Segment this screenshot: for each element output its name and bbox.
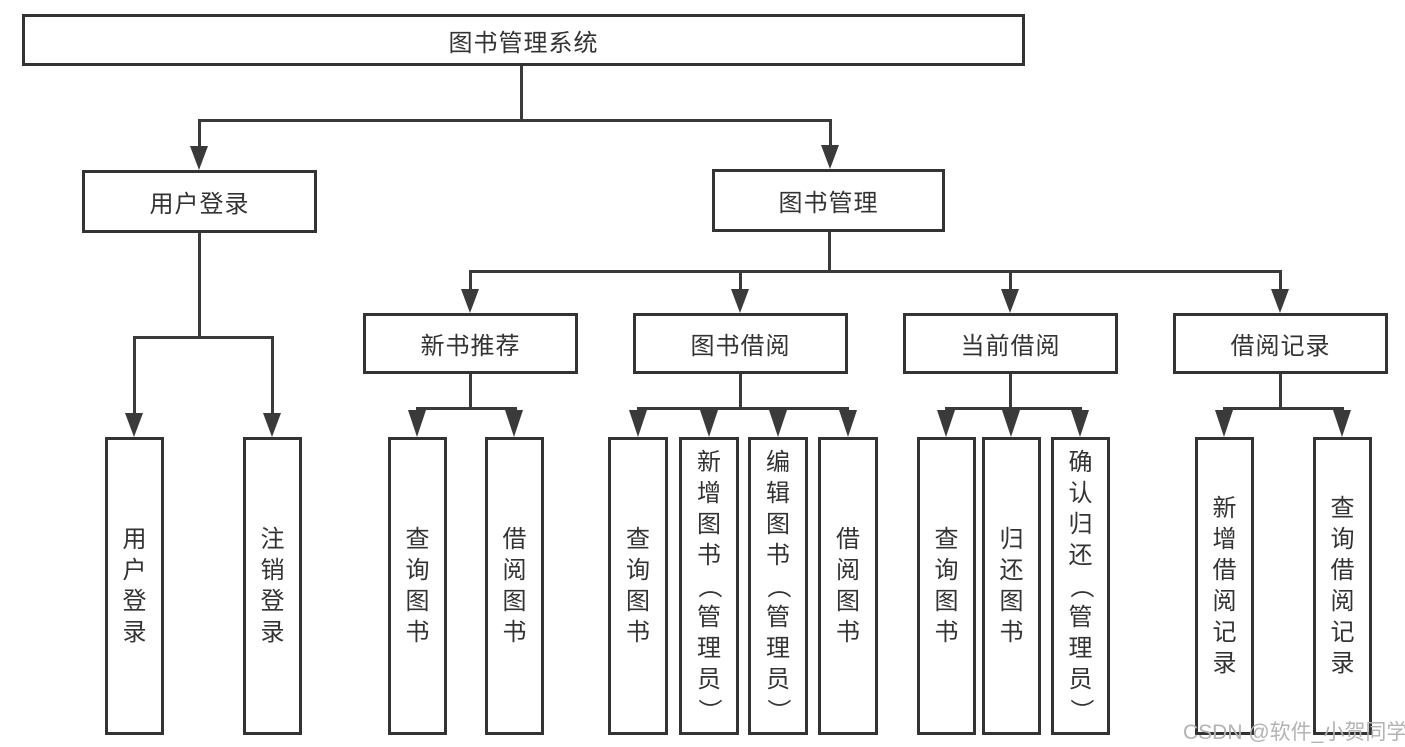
arrow-down	[505, 410, 523, 437]
connector-line	[469, 374, 472, 410]
arrow-down	[839, 410, 857, 437]
connector-line	[637, 407, 849, 410]
leaf-query-borrow-record: 查询借阅记录	[1313, 437, 1372, 735]
connector-line	[1223, 407, 1344, 410]
leaf-query-books: 查询图书	[388, 437, 447, 735]
node-book-borrow: 图书借阅	[633, 313, 848, 374]
connector-line	[829, 119, 832, 147]
leaf-return-books: 归还图书	[982, 437, 1041, 735]
arrow-down	[125, 413, 143, 437]
connector-line	[198, 119, 201, 148]
node-new-book-recommend: 新书推荐	[363, 313, 578, 374]
arrow-down	[629, 410, 647, 437]
arrow-down	[700, 410, 718, 437]
connector-line	[520, 66, 523, 121]
node-root: 图书管理系统	[22, 14, 1025, 66]
connector-line	[1009, 270, 1012, 290]
arrow-down	[461, 289, 479, 313]
leaf-add-borrow-record: 新增借阅记录	[1195, 437, 1254, 735]
leaf-user-login: 用户登录	[105, 437, 164, 735]
arrow-down	[408, 410, 426, 437]
connector-line	[739, 270, 742, 290]
arrow-down	[937, 410, 955, 437]
leaf-query-books-2: 查询图书	[608, 437, 668, 735]
connector-line	[133, 336, 274, 339]
watermark: CSDN @软件_小贺同学	[1183, 721, 1405, 744]
leaf-logout: 注销登录	[243, 437, 302, 735]
connector-line	[1279, 374, 1282, 410]
arrow-down	[769, 410, 787, 437]
connector-line	[739, 374, 742, 410]
connector-line	[1009, 374, 1012, 410]
node-borrow-records: 借阅记录	[1173, 313, 1388, 374]
arrow-down	[263, 413, 281, 437]
arrow-down	[1333, 410, 1351, 437]
leaf-borrow-books: 借阅图书	[485, 437, 544, 735]
leaf-confirm-return-admin: 确认归还（管理员）	[1051, 437, 1110, 735]
leaf-edit-books-admin: 编辑图书（管理员）	[748, 437, 808, 735]
connector-line	[1279, 270, 1282, 290]
connector-line	[198, 119, 832, 122]
arrow-down	[1215, 410, 1233, 437]
arrow-down	[1271, 289, 1289, 313]
connector-line	[469, 270, 472, 290]
leaf-borrow-books-2: 借阅图书	[818, 437, 878, 735]
connector-line	[828, 232, 831, 273]
node-user-login: 用户登录	[82, 170, 317, 233]
arrow-down	[1071, 410, 1089, 437]
arrow-down	[190, 146, 208, 170]
node-book-management: 图书管理	[712, 169, 945, 232]
connector-line	[416, 407, 517, 410]
arrow-down	[821, 145, 839, 169]
connector-line	[271, 336, 274, 415]
node-current-borrow: 当前借阅	[903, 313, 1118, 374]
connector-line	[133, 336, 136, 415]
arrow-down	[1002, 410, 1020, 437]
leaf-query-books-3: 查询图书	[917, 437, 976, 735]
connector-line	[945, 407, 1082, 410]
connector-line	[469, 270, 1282, 273]
arrow-down	[1001, 289, 1019, 313]
connector-line	[198, 233, 201, 338]
leaf-add-books-admin: 新增图书（管理员）	[679, 437, 739, 735]
arrow-down	[731, 289, 749, 313]
